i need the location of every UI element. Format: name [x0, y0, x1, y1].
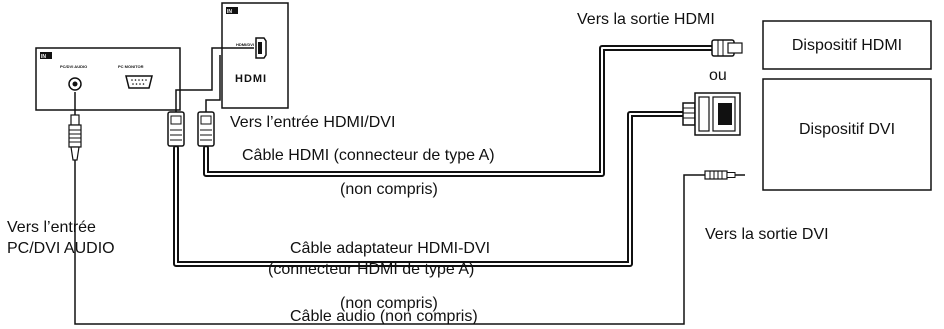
dvi-device: [762, 78, 932, 191]
dvi-plug-device: [682, 92, 741, 136]
audio-cable-label: Câble audio (non compris): [290, 308, 478, 325]
audio-plug-device: [704, 170, 745, 180]
not-included-label-1: (non compris): [340, 181, 438, 198]
hdmi-plug-device: [711, 39, 743, 57]
hdmi-plug-1: [167, 111, 185, 147]
hdmi-cable: [203, 45, 717, 177]
to-audio-in-label-1: Vers l’entrée: [7, 219, 96, 236]
hdmi-device-label: Dispositif HDMI: [792, 37, 902, 54]
in-label-left: IN: [41, 54, 46, 60]
to-audio-in-label-2: PC/DVI AUDIO: [7, 240, 115, 257]
adapter-cable-label-1: Câble adaptateur HDMI-DVI: [290, 240, 490, 257]
audio-cable: [74, 92, 705, 325]
in-label-badge-left: [40, 52, 52, 59]
hdmi-plug-2: [197, 111, 215, 147]
hdmi-cable-label: Câble HDMI (connecteur de type A): [242, 147, 495, 164]
audio-jack-label: PC/DVI AUDIO: [60, 64, 87, 69]
to-dvi-out-label: Vers la sortie DVI: [705, 226, 829, 243]
hdmi-port-label: HDMI/DVI: [236, 42, 254, 47]
in-label-badge-hdmi: [226, 7, 238, 14]
to-hdmi-dvi-in-label: Vers l’entrée HDMI/DVI: [230, 114, 395, 131]
input-panel-left: IN PC/DVI AUDIO PC MONITOR: [35, 47, 181, 111]
to-hdmi-out-label: Vers la sortie HDMI: [577, 11, 715, 28]
pc-monitor-label: PC MONITOR: [118, 64, 144, 69]
hdmi-dvi-adapter-cable: [173, 111, 686, 267]
hdmi-device: [762, 20, 932, 70]
vga-port[interactable]: [125, 75, 153, 89]
adapter-cable-label-2: (connecteur HDMI de type A): [268, 261, 474, 278]
dvi-device-label: Dispositif DVI: [799, 121, 895, 138]
hdmi-logo: HDMI: [235, 73, 267, 85]
input-panel-hdmi: IN HDMI/DVI HDMI: [221, 2, 289, 109]
ou-label: ou: [709, 67, 727, 84]
not-included-label-2: (non compris): [340, 295, 438, 312]
audio-plug-left: [68, 114, 82, 161]
hdmi-cable-to-panel: [175, 47, 254, 116]
in-label-hdmi: IN: [227, 9, 232, 15]
